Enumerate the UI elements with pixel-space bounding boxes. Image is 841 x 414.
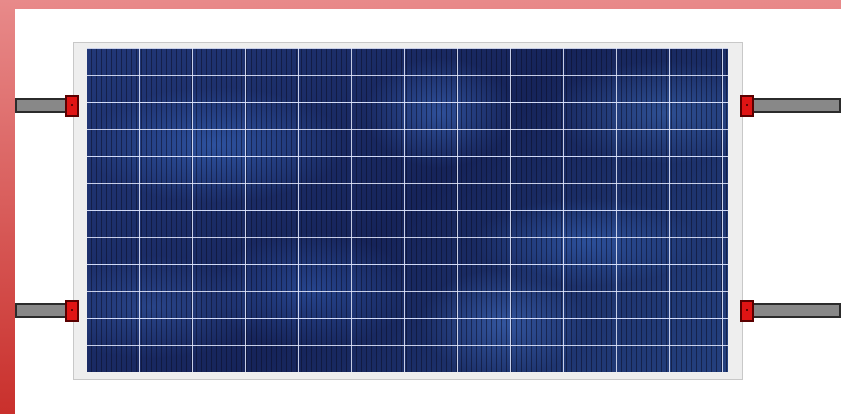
mounting-rail-right-top: [750, 98, 841, 113]
mounting-rail-left-bottom: [15, 303, 69, 318]
clamp-left-bottom: [65, 300, 79, 322]
mounting-rail-right-bottom: [750, 303, 841, 318]
clamp-left-top: [65, 95, 79, 117]
busbar: [87, 318, 728, 319]
solar-panel-frame: [73, 42, 743, 380]
busbar: [87, 102, 728, 103]
solar-panel-cells: [87, 48, 728, 372]
clamp-right-bottom: [740, 300, 754, 322]
clamp-right-top: [740, 95, 754, 117]
scene-canvas: [15, 9, 841, 414]
busbar: [87, 264, 728, 265]
busbar: [87, 210, 728, 211]
busbar: [87, 156, 728, 157]
mounting-rail-left-top: [15, 98, 69, 113]
